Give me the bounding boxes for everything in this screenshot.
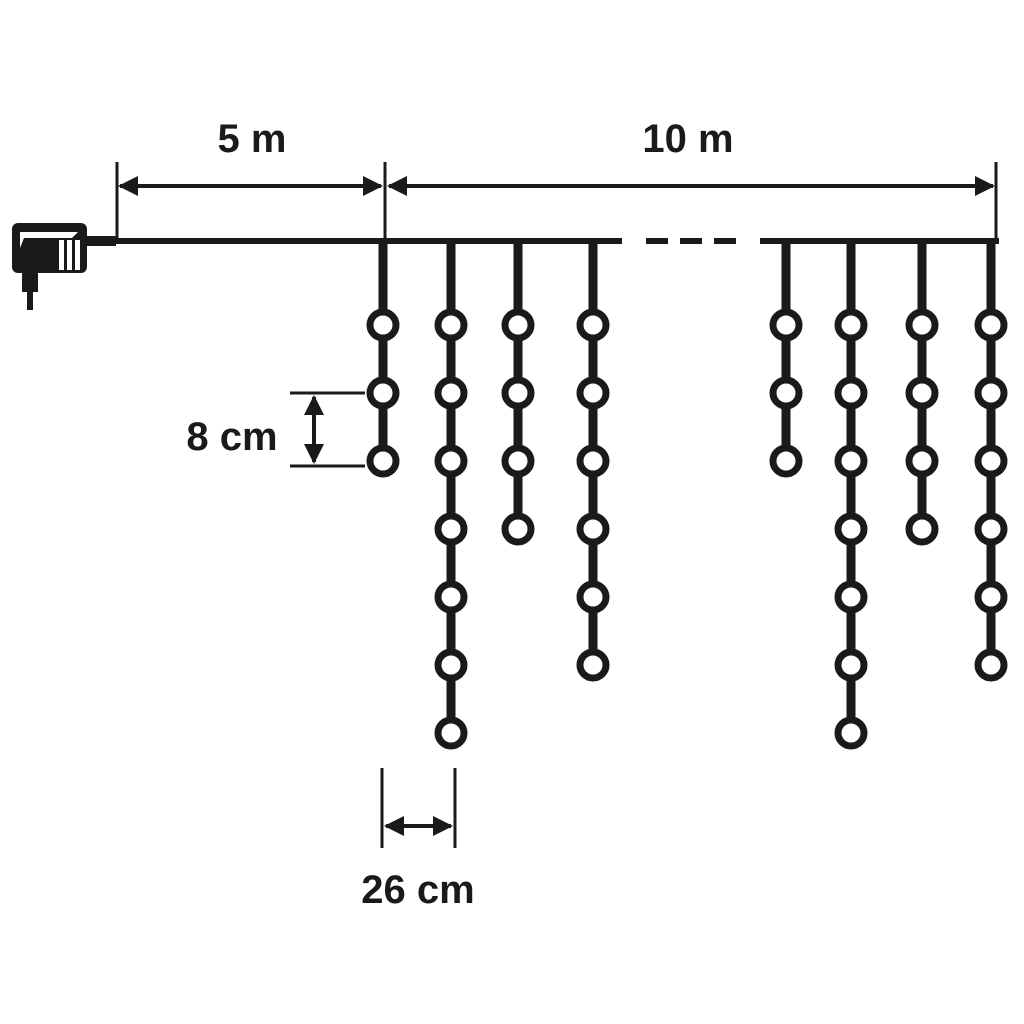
bulb-icon	[974, 444, 1008, 478]
bulb-icon	[576, 308, 610, 342]
bulb-icon	[834, 512, 868, 546]
strand	[576, 241, 610, 682]
bulb-icon	[501, 376, 535, 410]
bulb-icon	[834, 308, 868, 342]
strand	[905, 241, 939, 546]
bulb-icon	[769, 308, 803, 342]
bulb-icon	[905, 376, 939, 410]
strand	[974, 241, 1008, 682]
bulb-icon	[834, 716, 868, 750]
bulb-icon	[576, 580, 610, 614]
bulb-icon	[974, 648, 1008, 682]
bulb-icon	[769, 444, 803, 478]
bulb-icon	[501, 444, 535, 478]
strand	[366, 241, 400, 478]
bulb-icon	[834, 444, 868, 478]
bulb-icon	[974, 376, 1008, 410]
bulb-icon	[769, 376, 803, 410]
bulb-spacing-label: 8 cm	[186, 415, 277, 459]
bulb-icon	[974, 512, 1008, 546]
dimension-strand-spacing: 26 cm	[361, 768, 475, 912]
bulb-icon	[905, 308, 939, 342]
bulb-icon	[576, 648, 610, 682]
bulb-icon	[576, 376, 610, 410]
bulb-icon	[576, 512, 610, 546]
strand	[834, 241, 868, 750]
bulb-icon	[501, 308, 535, 342]
bulb-icon	[434, 308, 468, 342]
bulb-icon	[834, 648, 868, 682]
strand	[434, 241, 468, 750]
main-wire	[112, 162, 999, 244]
bulb-icon	[576, 444, 610, 478]
bulb-icon	[434, 580, 468, 614]
bulb-icon	[905, 512, 939, 546]
bulb-icon	[434, 716, 468, 750]
strand	[769, 241, 803, 478]
dimension-lead: 5 m	[118, 117, 383, 196]
bulb-icon	[434, 444, 468, 478]
bulb-icon	[366, 308, 400, 342]
bulb-icon	[905, 444, 939, 478]
dimension-total: 10 m	[387, 117, 995, 196]
bulb-icon	[974, 308, 1008, 342]
bulb-icon	[501, 512, 535, 546]
strands	[366, 241, 1008, 750]
bulb-icon	[366, 444, 400, 478]
lead-length-label: 5 m	[218, 117, 287, 161]
bulb-icon	[974, 580, 1008, 614]
bulb-icon	[434, 648, 468, 682]
bulb-icon	[834, 376, 868, 410]
total-length-label: 10 m	[642, 117, 733, 161]
strand-spacing-label: 26 cm	[361, 868, 474, 912]
power-plug-icon	[12, 223, 116, 310]
bulb-icon	[434, 376, 468, 410]
dimension-bulb-spacing: 8 cm	[186, 391, 365, 468]
strand	[501, 241, 535, 546]
bulb-icon	[834, 580, 868, 614]
bulb-icon	[434, 512, 468, 546]
bulb-icon	[366, 376, 400, 410]
